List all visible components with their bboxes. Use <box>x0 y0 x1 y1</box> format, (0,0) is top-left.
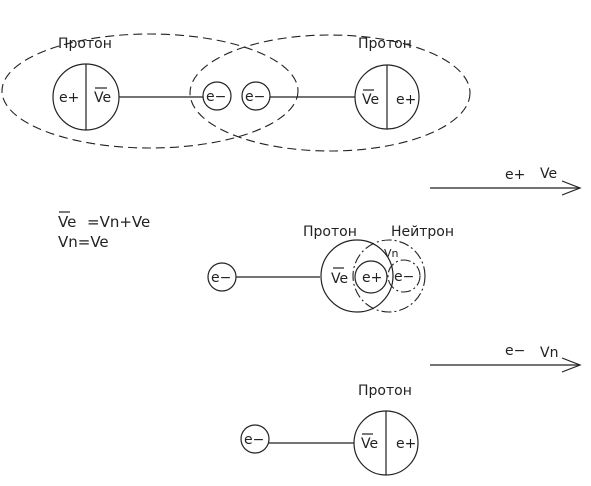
electron-a: e− <box>206 89 226 105</box>
panel3-proton-label: Протон <box>358 383 412 399</box>
right-proton-boundary <box>189 34 471 152</box>
arrow1-neutrino: Ve <box>540 166 557 182</box>
panel3-positron: e+ <box>396 436 416 452</box>
panel2-vn-label: Vn <box>384 247 399 260</box>
panel2-proton-circle <box>320 239 394 313</box>
panel2-positron: e+ <box>362 270 382 286</box>
left-positron: e+ <box>59 90 79 106</box>
arrow1-particle: e+ <box>505 167 525 183</box>
panel2-positron-circle <box>354 260 388 294</box>
arrow2-particle: e− <box>505 343 525 359</box>
panel-1: Протон Протон e+ Ve e− e− Ve e+ e+ Ve <box>1 33 582 196</box>
panel3-electron-circle <box>240 424 270 454</box>
panel2-neutron-circle <box>352 239 426 313</box>
panel3-antineutrino: Ve <box>361 436 378 452</box>
equation-2: Vn=Ve <box>58 233 109 251</box>
panel2-neutron-electron-circle <box>387 259 421 293</box>
panel2-proton-label: Протон <box>303 224 357 240</box>
panel2-electron: e− <box>211 270 231 286</box>
equations: Ve =Vn+Ve Vn=Ve <box>58 211 150 251</box>
right-proton-label: Протон <box>358 36 412 52</box>
equation-1-symbol: Ve <box>58 213 76 231</box>
panel3-electron: e− <box>244 432 264 448</box>
panel2-neutron-label: Нейтрон <box>391 224 454 240</box>
panel2-neutron-electron: e− <box>394 269 414 285</box>
electron-a-circle <box>202 81 232 111</box>
right-antineutrino: Ve <box>362 92 379 108</box>
arrow2-neutrino: Vn <box>540 345 558 361</box>
electron-b: e− <box>245 89 265 105</box>
arrow-head-2 <box>561 357 582 373</box>
left-proton-label: Протон <box>58 36 112 52</box>
panel2-antineutrino: Ve <box>331 271 348 287</box>
equation-1: =Vn+Ve <box>87 213 150 231</box>
left-antineutrino: Ve <box>94 90 111 106</box>
electron-b-circle <box>241 81 271 111</box>
panel-2: Протон Нейтрон e− Ve e+ e− Vn e− Vn <box>207 224 582 373</box>
left-proton-boundary <box>1 33 299 149</box>
right-positron: e+ <box>396 92 416 108</box>
panel-3: Протон e− Ve e+ <box>240 383 419 476</box>
arrow-head-1 <box>561 180 582 196</box>
